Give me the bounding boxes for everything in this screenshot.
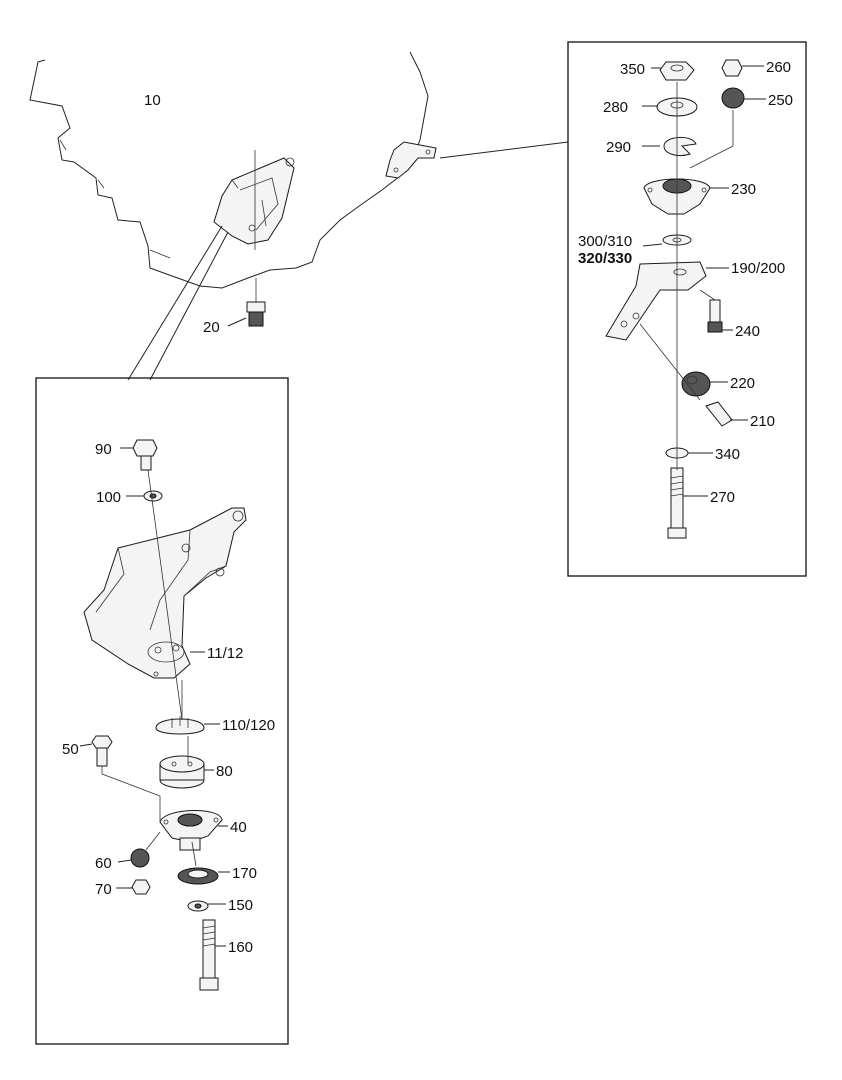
label-70: 70 — [95, 881, 112, 898]
label-40: 40 — [230, 819, 247, 836]
part-50-bolt — [91, 735, 113, 749]
part-60-cap — [130, 848, 150, 868]
right-leaders — [642, 65, 766, 497]
part-90-bolt — [132, 439, 158, 457]
right-frame-parts — [605, 59, 745, 539]
part-20-plug — [227, 278, 266, 327]
part-160-bolt — [202, 919, 216, 981]
label-100: 100 — [96, 489, 121, 506]
label-320-330: 320/330 — [578, 250, 632, 267]
label-50: 50 — [62, 741, 79, 758]
label-290: 290 — [606, 139, 631, 156]
label-engine: 10 — [144, 92, 161, 109]
part-210-bolt — [705, 401, 733, 427]
label-270: 270 — [710, 489, 735, 506]
engine-outline — [29, 51, 429, 289]
detail-frame-left — [35, 377, 289, 1045]
label-170: 170 — [232, 865, 257, 882]
engine-bracket-left — [213, 150, 295, 250]
label-150: 150 — [228, 897, 253, 914]
label-280: 280 — [603, 99, 628, 116]
label-220: 220 — [730, 375, 755, 392]
part-240-bolt — [709, 299, 721, 323]
leader-to-left-frame-a — [127, 225, 223, 381]
label-300-310: 300/310 — [578, 233, 632, 250]
leader-to-right-frame — [439, 141, 569, 159]
label-20: 20 — [203, 319, 220, 336]
part-260-nut — [721, 59, 743, 77]
label-60: 60 — [95, 855, 112, 872]
label-90: 90 — [95, 441, 112, 458]
label-110-120: 110/120 — [222, 717, 275, 734]
label-350: 350 — [620, 61, 645, 78]
left-leaders — [79, 447, 230, 947]
part-190-bracket — [605, 261, 707, 341]
label-190-200: 190/200 — [731, 260, 785, 277]
label-11-12: 11/12 — [207, 645, 243, 662]
label-260: 260 — [766, 59, 791, 76]
part-290-clip — [663, 137, 697, 157]
leader-to-left-frame-b — [149, 231, 229, 381]
label-230: 230 — [731, 181, 756, 198]
label-80: 80 — [216, 763, 233, 780]
label-160: 160 — [228, 939, 253, 956]
label-240: 240 — [735, 323, 760, 340]
label-210: 210 — [750, 413, 775, 430]
part-110-shim — [155, 718, 205, 735]
detail-frame-right — [567, 41, 807, 577]
part-70-nut — [131, 879, 151, 895]
engine-bracket-right — [385, 141, 437, 179]
left-frame-parts — [83, 439, 247, 991]
part-250-cap — [721, 87, 745, 109]
label-250: 250 — [768, 92, 793, 109]
label-340: 340 — [715, 446, 740, 463]
part-220-bushing — [681, 371, 711, 397]
